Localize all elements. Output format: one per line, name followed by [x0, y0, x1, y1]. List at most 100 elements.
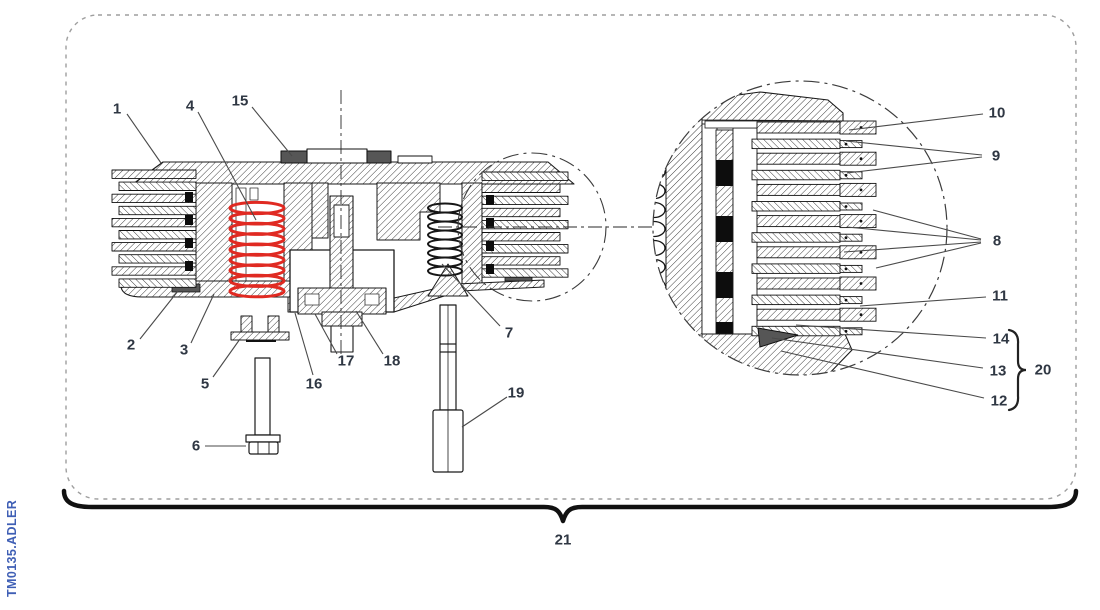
detail-plate-inner: [751, 232, 841, 243]
plate-pip: [859, 219, 863, 223]
callout-8: 8: [993, 233, 1001, 250]
clutch-plate: [481, 195, 569, 206]
callout-15: 15: [232, 93, 249, 110]
leader-line-8: [843, 241, 982, 253]
plate-pip: [859, 188, 863, 192]
clutch-plate: [118, 230, 197, 240]
callout-13: 13: [990, 363, 1007, 380]
detail-dark-wedge: [757, 327, 799, 348]
valve-nut: [321, 311, 363, 327]
hub-seals: [185, 192, 494, 274]
leader-line-9: [846, 156, 983, 174]
counter-spring: [427, 202, 463, 277]
leader-line-13: [771, 337, 984, 369]
leader-line-7: [441, 263, 501, 327]
group-brace-20: [1007, 328, 1027, 412]
detail-plate-outer: [756, 152, 841, 165]
detail-plate-outer: [756, 183, 841, 196]
detail-plate-inner: [751, 169, 841, 181]
disc-stack-right: [481, 171, 569, 278]
clutch-plate: [111, 217, 197, 228]
detail-plate-tab: [839, 151, 877, 166]
clutch-plate: [481, 256, 561, 266]
bolt: [245, 357, 281, 455]
clutch-plate: [481, 219, 569, 230]
leader-line-15: [251, 106, 293, 157]
detail-circle: [652, 80, 948, 376]
spring-cone: [427, 263, 469, 297]
leader-line-4: [197, 111, 257, 221]
detail-plate-stack: [751, 120, 877, 337]
plate-pip: [844, 236, 848, 240]
leader-line-1: [126, 113, 162, 164]
leader-line-19: [461, 396, 508, 428]
clutch-plate: [118, 278, 197, 288]
leader-line-2: [139, 290, 179, 340]
detail-plate-tab: [839, 245, 877, 260]
top-seal-right: [366, 150, 392, 164]
top-bore: [306, 148, 368, 164]
main-spring-red: [228, 200, 286, 299]
callout-19: 19: [508, 385, 525, 402]
detail-plate-end: [839, 296, 863, 305]
spring-coil: [653, 163, 666, 181]
detail-view: [652, 80, 948, 376]
plate-pip: [844, 298, 848, 302]
center-wall-left: [311, 182, 329, 239]
detail-plate-outer: [756, 121, 841, 134]
disc-stack-left: [111, 169, 197, 288]
assembly-brace-21: [61, 488, 1079, 524]
detail-plate-tab: [839, 307, 877, 322]
spring-coil: [427, 220, 463, 232]
clutch-plate: [481, 232, 561, 242]
spring-coil: [653, 220, 666, 238]
detail-plate-tab: [839, 120, 877, 135]
center-block-right: [376, 182, 441, 241]
callout-6: 6: [192, 438, 200, 455]
callout-21: 21: [555, 532, 572, 549]
leader-line-17: [314, 313, 338, 355]
plate-pip: [844, 173, 848, 177]
callout-20: 20: [1035, 362, 1052, 379]
zoom-source-circle: [457, 152, 607, 302]
leader-line-16: [294, 312, 314, 376]
detail-plate-end: [839, 233, 863, 242]
piston-bore-window: [333, 204, 350, 238]
clutch-plate: [118, 254, 197, 264]
plate-pip: [844, 267, 848, 271]
plate-pip: [844, 329, 848, 333]
support-bracket: [230, 315, 290, 342]
detail-plate-end: [839, 202, 863, 211]
callout-10: 10: [989, 105, 1006, 122]
detail-seal-1: [716, 160, 733, 186]
detail-top-cap: [701, 91, 844, 122]
detail-plate-end: [839, 171, 863, 180]
detail-plate-inner: [751, 263, 841, 274]
leader-line-9: [845, 140, 983, 156]
figure-border: [65, 14, 1077, 500]
valve-nozzle: [330, 325, 354, 353]
spring-coil: [427, 256, 463, 268]
leader-line-12: [780, 350, 985, 399]
detail-plate-end: [839, 264, 863, 273]
spring-coil: [427, 238, 463, 250]
detail-drum-wall: [665, 99, 703, 363]
callout-2: 2: [127, 337, 135, 354]
detail-plate-outer: [756, 277, 841, 290]
plate-pip: [844, 142, 848, 146]
callout-5: 5: [201, 376, 209, 393]
plate-pip: [844, 205, 848, 208]
sleeve-line2: [249, 187, 259, 201]
callout-17: 17: [338, 353, 355, 370]
callout-1: 1: [113, 101, 121, 118]
callout-12: 12: [991, 393, 1008, 410]
pin: [432, 304, 464, 473]
main-assembly: [111, 90, 653, 473]
clutch-plate: [481, 244, 569, 254]
hub-wall-left: [195, 182, 233, 289]
detail-plate-tab: [839, 214, 877, 229]
detail-plate-end: [839, 140, 863, 149]
top-step: [397, 155, 433, 164]
